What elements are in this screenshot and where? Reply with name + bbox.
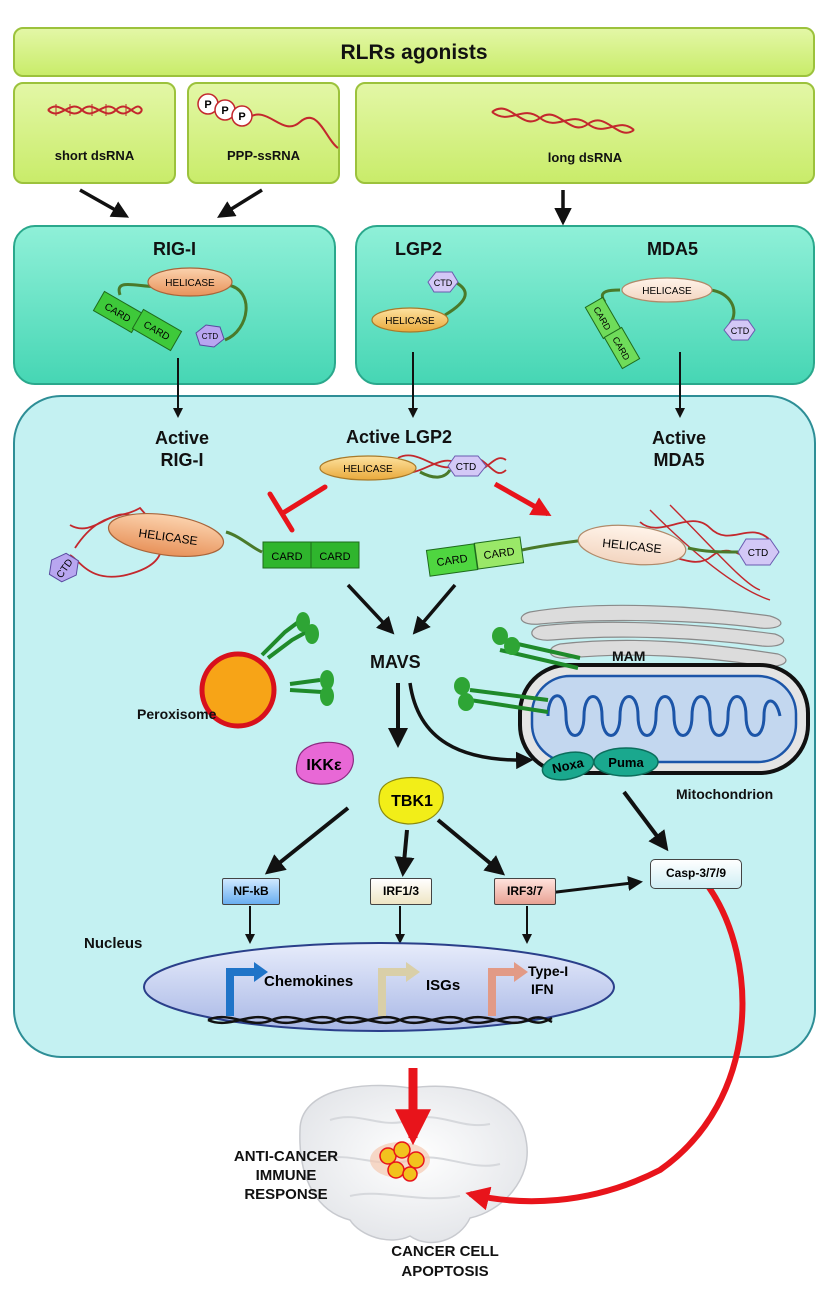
nucleus-label: Nucleus [84, 935, 143, 952]
irf13-box: IRF1/3 [370, 878, 432, 905]
short-dsrna-label: short dsRNA [54, 148, 135, 163]
puma-label: Puma [608, 755, 644, 770]
active-mda5-card-label-2: CARD [483, 546, 516, 562]
rigi-receptor-box: RIG-I [13, 225, 336, 385]
rlrs-agonists-title: RLRs agonists [340, 41, 488, 64]
arrow-to-irf13 [394, 829, 415, 877]
arrow-irf37-to-casp [539, 875, 643, 896]
active-lgp2-label: Active LGP2 [346, 427, 453, 447]
short-dsrna-box: short dsRNA [13, 82, 176, 184]
mavs-label: MAVS [370, 652, 421, 672]
arrow-short-to-rigi [79, 188, 130, 218]
active-rigi-line1: Active [154, 428, 210, 448]
arrow-rigi-to-mavs [346, 583, 395, 635]
arrow-to-nfkb [264, 806, 350, 875]
ppp-letter-3: P [238, 111, 245, 123]
active-lgp2-ctd-label: CTD [456, 462, 477, 473]
tbk1-label: TBK1 [391, 793, 433, 810]
ikke-kinase [295, 741, 354, 785]
mda5-helicase-label: HELICASE [642, 286, 692, 297]
mda5-label: MDA5 [647, 239, 699, 259]
active-mda5-line1: Active [651, 428, 707, 448]
arrow-mda5-to-mavs [412, 583, 457, 635]
mitochondrion-organelle [454, 627, 810, 781]
mitochondrion-label: Mitochondrion [676, 786, 774, 802]
arrow-to-irf37 [436, 818, 506, 876]
short-dsrna-icon [47, 104, 143, 116]
rlrs-agonists-header: RLRs agonists [13, 27, 815, 77]
ifn-label: IFN [531, 981, 554, 997]
active-lgp2-protein [319, 454, 507, 481]
ppp-ssrna-icon [197, 93, 339, 149]
arrow-ppp-to-rigi [217, 188, 263, 218]
ppp-letter-1: P [204, 99, 211, 111]
anti-cancer-immune-response-label: ANTI-CANCER IMMUNE RESPONSE [212, 1147, 360, 1204]
irf37-box: IRF3/7 [494, 878, 556, 905]
active-rigi-label: Active RIG-I [140, 427, 224, 471]
active-mda5-ctd-label: CTD [748, 548, 769, 559]
active-rigi-card-label-2: CARD [319, 551, 350, 563]
peroxisome-organelle [199, 612, 334, 729]
active-rigi-protein [48, 506, 360, 583]
isgs-label: ISGs [426, 977, 460, 994]
active-mda5-helicase-label: HELICASE [602, 536, 662, 556]
mam-label: MAM [612, 648, 646, 664]
lgp2-inhibits-rigi [267, 484, 328, 533]
active-rigi-line2: RIG-I [160, 450, 204, 470]
arrow-mito-to-casp [622, 790, 669, 852]
apoptosis-line1: CANCER CELL [391, 1243, 499, 1260]
lgp2-ctd-label: CTD [434, 278, 453, 288]
tbk1-kinase [378, 776, 444, 825]
active-lgp2-helicase-label: HELICASE [343, 464, 393, 475]
lgp2-mda5-receptor-box: LGP2 MDA5 [355, 225, 815, 385]
active-mda5-card-label-1: CARD [436, 553, 469, 569]
lgp2-activates-mda5-arrow [493, 481, 552, 517]
long-dsrna-label: long dsRNA [547, 150, 623, 165]
rigi-ctd-label: CTD [202, 332, 219, 341]
nucleus-organelle [143, 942, 615, 1032]
ppp-ssrna-label: PPP-ssRNA [227, 148, 300, 163]
mam-er-membranes [520, 604, 787, 667]
lgp2-protein [371, 271, 467, 333]
long-dsrna-box: long dsRNA [355, 82, 815, 184]
mda5-protein [584, 277, 756, 370]
active-rigi-card-label-1: CARD [271, 551, 302, 563]
immune-line1: ANTI-CANCER [233, 1148, 339, 1165]
immune-line3: RESPONSE [244, 1186, 328, 1203]
rigi-label: RIG-I [153, 239, 196, 259]
rigi-protein [92, 267, 248, 352]
active-mda5-label: Active MDA5 [636, 427, 722, 471]
long-dsrna-icon [491, 107, 635, 134]
type-i-label: Type-I [528, 963, 568, 979]
apoptosis-line2: APOPTOSIS [401, 1263, 489, 1280]
immune-line2: IMMUNE [255, 1167, 317, 1184]
arrow-mavs-to-mitochondrion [408, 682, 534, 770]
rigi-helicase-label: HELICASE [165, 278, 215, 289]
active-mda5-line2: MDA5 [653, 450, 705, 470]
nfkb-box: NF-kB [222, 878, 280, 905]
cancer-cell-apoptosis-label: CANCER CELL APOPTOSIS [380, 1242, 510, 1282]
noxa-label: Noxa [551, 755, 586, 776]
chemokines-label: Chemokines [264, 973, 353, 990]
peroxisome-label: Peroxisome [137, 706, 217, 722]
lgp2-label: LGP2 [395, 239, 443, 259]
mda5-ctd-label: CTD [731, 326, 750, 336]
ikke-label: IKKε [306, 757, 342, 774]
arrow-cancer-apoptosis [465, 884, 746, 1211]
active-mda5-protein [425, 504, 780, 601]
lgp2-helicase-label: HELICASE [385, 316, 435, 327]
ppp-letter-2: P [221, 105, 228, 117]
casp-box: Casp-3/7/9 [650, 859, 742, 889]
